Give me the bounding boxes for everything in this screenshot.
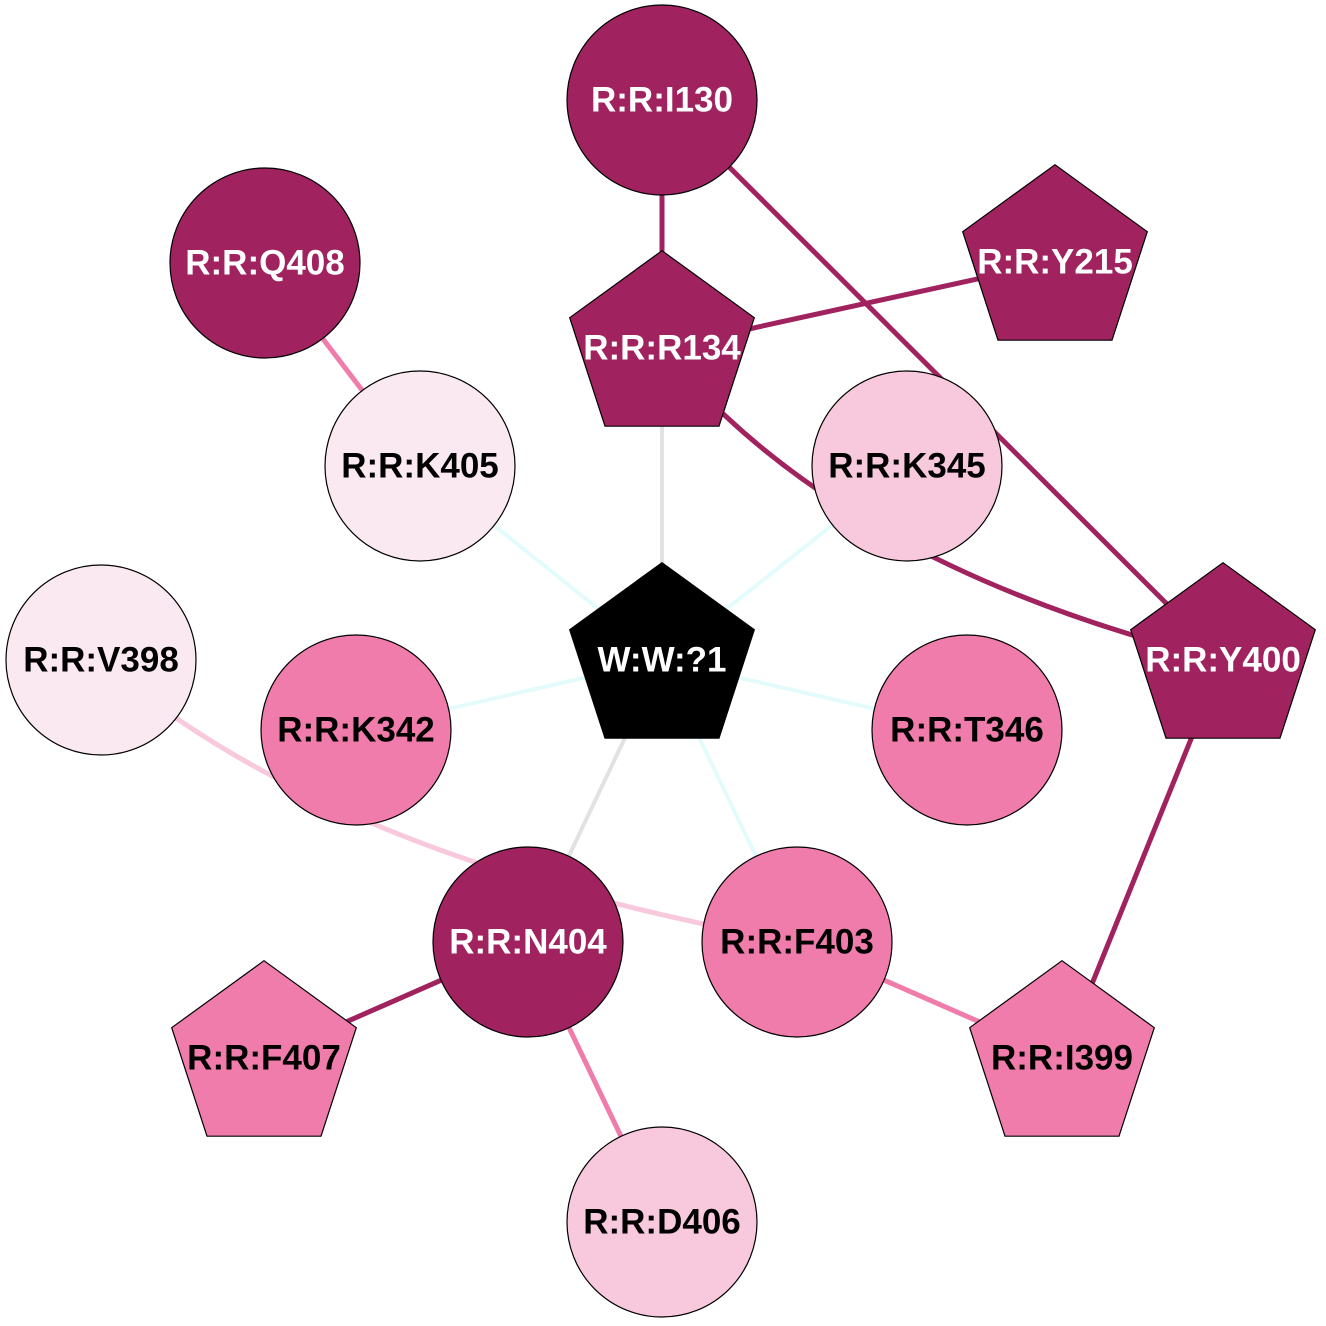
node-k345[interactable]: R:R:K345: [811, 370, 1003, 562]
node-label: R:R:K345: [828, 447, 986, 486]
node-label: R:R:Q408: [185, 244, 344, 283]
node-label: R:R:I130: [591, 81, 733, 120]
node-label: R:R:D406: [583, 1203, 741, 1242]
node-k342[interactable]: R:R:K342: [260, 634, 452, 826]
node-circle: [871, 634, 1063, 826]
node-pentagon: [568, 561, 756, 739]
node-pentagon: [170, 959, 358, 1137]
node-pentagon: [568, 249, 756, 427]
node-label: R:R:F407: [187, 1039, 341, 1078]
node-label: R:R:T346: [890, 711, 1044, 750]
node-label: R:R:K342: [277, 711, 435, 750]
node-y400[interactable]: R:R:Y400: [1129, 561, 1317, 739]
node-pentagon: [1129, 561, 1317, 739]
node-circle: [701, 846, 893, 1038]
node-f403[interactable]: R:R:F403: [701, 846, 893, 1038]
node-circle: [566, 4, 758, 196]
node-k405[interactable]: R:R:K405: [324, 370, 516, 562]
node-i130[interactable]: R:R:I130: [566, 4, 758, 196]
node-label: R:R:F403: [720, 923, 874, 962]
node-circle: [811, 370, 1003, 562]
node-circle: [5, 564, 197, 756]
node-f407[interactable]: R:R:F407: [170, 959, 358, 1137]
node-q408[interactable]: R:R:Q408: [169, 167, 361, 359]
node-label: R:R:Y215: [977, 243, 1133, 282]
node-pentagon: [961, 163, 1149, 341]
node-v398[interactable]: R:R:V398: [5, 564, 197, 756]
node-label: R:R:R134: [583, 329, 741, 368]
node-y215[interactable]: R:R:Y215: [961, 163, 1149, 341]
node-label: R:R:I399: [991, 1039, 1133, 1078]
node-pentagon: [968, 959, 1156, 1137]
node-circle: [324, 370, 516, 562]
node-label: R:R:K405: [341, 447, 499, 486]
node-circle: [260, 634, 452, 826]
node-label: W:W:?1: [598, 641, 727, 680]
node-label: R:R:V398: [23, 641, 179, 680]
node-w1[interactable]: W:W:?1: [568, 561, 756, 739]
node-label: R:R:N404: [449, 923, 607, 962]
node-d406[interactable]: R:R:D406: [566, 1126, 758, 1318]
node-circle: [432, 846, 624, 1038]
node-label: R:R:Y400: [1145, 641, 1301, 680]
node-t346[interactable]: R:R:T346: [871, 634, 1063, 826]
node-circle: [169, 167, 361, 359]
node-n404[interactable]: R:R:N404: [432, 846, 624, 1038]
node-circle: [566, 1126, 758, 1318]
node-i399[interactable]: R:R:I399: [968, 959, 1156, 1137]
node-r134[interactable]: R:R:R134: [568, 249, 756, 427]
